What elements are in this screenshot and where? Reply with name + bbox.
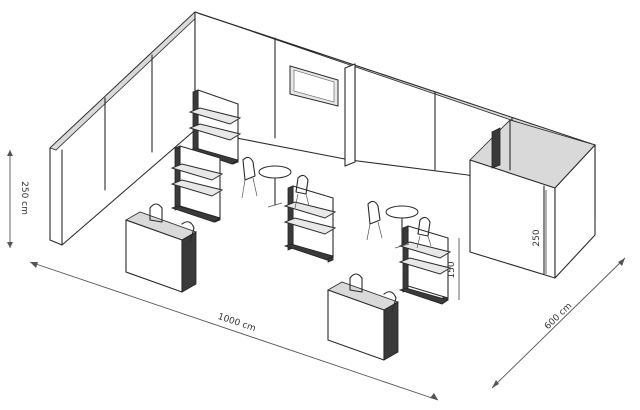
table-set-2 bbox=[366, 200, 432, 249]
dim-depth-label: 600 cm bbox=[543, 301, 574, 332]
table-set-1 bbox=[241, 156, 310, 209]
shelf-unit-2 bbox=[170, 145, 224, 223]
dim-length bbox=[29, 261, 439, 401]
dim-length-label: 1000 cm bbox=[216, 312, 257, 334]
dim-shelf-height-label: 150 bbox=[447, 261, 457, 278]
counter-1 bbox=[125, 203, 197, 293]
left-wall bbox=[49, 11, 201, 246]
dim-height-left-label: 250 cm bbox=[19, 181, 29, 215]
shelf-unit-3 bbox=[283, 185, 337, 263]
storage-cabin bbox=[469, 119, 596, 279]
wall-screen bbox=[289, 65, 339, 107]
dim-cabin-height-label: 250 bbox=[532, 229, 542, 246]
dim-height-left bbox=[7, 150, 13, 248]
counter-2 bbox=[327, 273, 399, 361]
dim-depth bbox=[491, 257, 626, 389]
shelf-unit-4 bbox=[398, 225, 452, 305]
